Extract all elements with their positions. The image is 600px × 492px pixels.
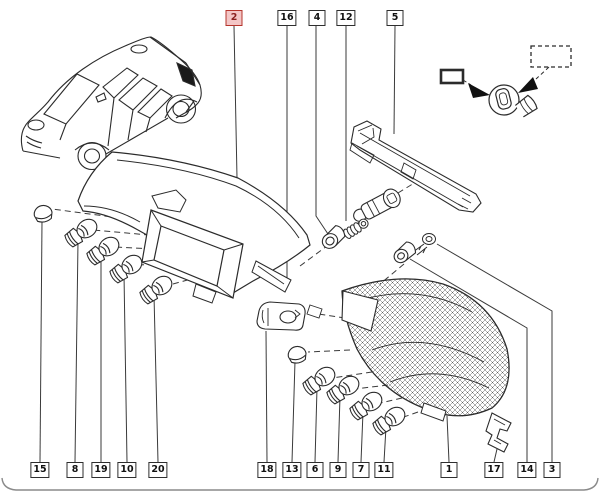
bulb-holder-cap-part-14 bbox=[393, 241, 417, 264]
callout-part-6[interactable]: 6 bbox=[306, 462, 324, 478]
callout-part-9[interactable]: 9 bbox=[329, 462, 347, 478]
bulb-marking-legend bbox=[439, 45, 572, 118]
callout-part-20[interactable]: 20 bbox=[148, 462, 168, 478]
callout-part-19[interactable]: 19 bbox=[91, 462, 111, 478]
legend-dashed-box bbox=[530, 45, 572, 68]
page-edge bbox=[1, 477, 599, 491]
arrow-right-icon bbox=[518, 77, 538, 93]
callout-part-5[interactable]: 5 bbox=[386, 10, 404, 26]
legend-label-box bbox=[439, 68, 465, 85]
screw-part-3 bbox=[412, 233, 436, 256]
cap-part-13 bbox=[286, 344, 309, 366]
bracket-part-17 bbox=[485, 412, 512, 453]
callout-part-16[interactable]: 16 bbox=[277, 10, 297, 26]
callout-part-1[interactable]: 1 bbox=[440, 462, 458, 478]
leader-lines bbox=[39, 25, 553, 463]
callout-part-8[interactable]: 8 bbox=[66, 462, 84, 478]
upper-lamp-assembly bbox=[77, 151, 311, 304]
car-thumbnail bbox=[20, 36, 202, 171]
cap-part-15 bbox=[32, 203, 55, 225]
callout-part-15[interactable]: 15 bbox=[30, 462, 50, 478]
bulb-part-8 bbox=[62, 214, 101, 250]
callout-part-17[interactable]: 17 bbox=[484, 462, 504, 478]
bulb-carrier-plate-part-18 bbox=[256, 301, 306, 331]
bulb-part-19 bbox=[84, 232, 123, 268]
callout-part-3[interactable]: 3 bbox=[543, 462, 561, 478]
strip-bulb-holder bbox=[353, 188, 401, 222]
callout-part-12[interactable]: 12 bbox=[336, 10, 356, 26]
bulb-holder-cap-part-4 bbox=[321, 225, 346, 249]
callout-part-10[interactable]: 10 bbox=[117, 462, 137, 478]
callout-part-18[interactable]: 18 bbox=[257, 462, 277, 478]
callout-part-11[interactable]: 11 bbox=[374, 462, 394, 478]
lower-lamp-assembly bbox=[306, 278, 510, 422]
bulb-part-20 bbox=[137, 271, 176, 307]
bulb-face-view bbox=[488, 84, 538, 118]
callout-part-7[interactable]: 7 bbox=[352, 462, 370, 478]
arrow-left-icon bbox=[468, 83, 490, 98]
callout-part-2[interactable]: 2 bbox=[225, 10, 243, 26]
bulb-part-10 bbox=[107, 250, 146, 286]
callout-part-4[interactable]: 4 bbox=[308, 10, 326, 26]
callout-part-13[interactable]: 13 bbox=[282, 462, 302, 478]
callout-part-14[interactable]: 14 bbox=[517, 462, 537, 478]
lamp-support-strip bbox=[349, 120, 482, 213]
